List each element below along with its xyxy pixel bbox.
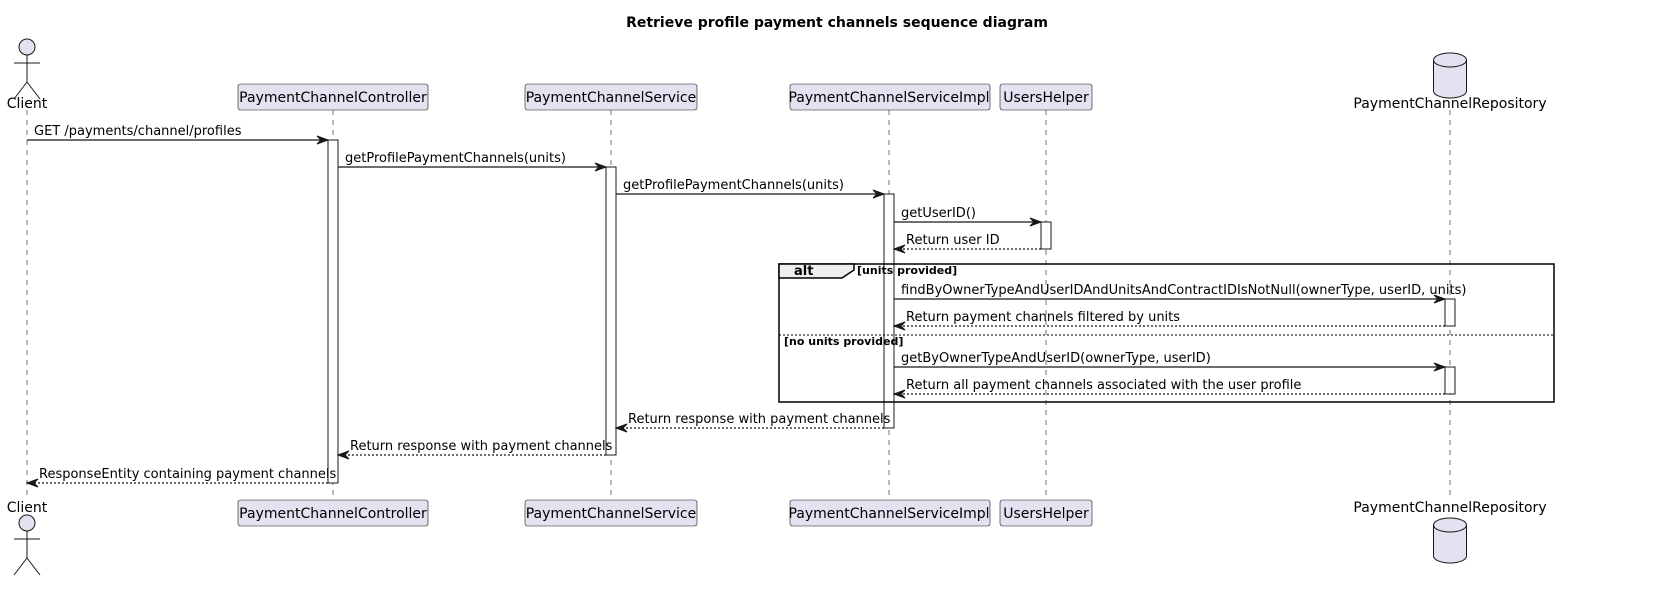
participant-impl-bottom: PaymentChannelServiceImpl xyxy=(788,499,991,527)
participant-service-bottom: PaymentChannelService xyxy=(524,499,698,527)
arrowhead-icon xyxy=(1029,217,1043,227)
activation-bar-repo xyxy=(1444,298,1456,327)
message-label: ResponseEntity containing payment channe… xyxy=(39,467,336,482)
participant-box xyxy=(237,83,429,111)
message-5: Return user ID xyxy=(892,233,1041,254)
participant-impl-top: PaymentChannelServiceImpl xyxy=(788,83,991,111)
activation-bar-repo xyxy=(1444,366,1456,395)
participant-label: Client xyxy=(7,96,48,112)
message-9: Return all payment channels associated w… xyxy=(892,378,1445,399)
participant-controller-bottom: PaymentChannelController xyxy=(237,499,429,527)
message-2: getProfilePaymentChannels(units) xyxy=(338,151,608,172)
participant-label: PaymentChannelServiceImpl xyxy=(788,90,989,106)
message-label: Return response with payment channels xyxy=(628,412,891,427)
participant-box xyxy=(999,83,1093,111)
message-3: getProfilePaymentChannels(units) xyxy=(616,178,886,199)
message-10: Return response with payment channels xyxy=(614,412,891,433)
participant-label: PaymentChannelServiceImpl xyxy=(788,506,989,522)
message-label: findByOwnerTypeAndUserIDAndUnitsAndContr… xyxy=(901,283,1466,298)
arrowhead-icon xyxy=(336,450,350,460)
activation-bar-service xyxy=(605,166,617,456)
actor-icon xyxy=(13,514,41,576)
alt-guard-units-provided: [units provided] xyxy=(857,264,957,277)
message-7: Return payment channels filtered by unit… xyxy=(892,310,1445,331)
arrowhead-icon xyxy=(1433,362,1447,372)
participant-repo-top: PaymentChannelRepository xyxy=(1353,52,1547,112)
activation-bars xyxy=(327,139,1456,484)
participant-client-top: Client xyxy=(7,38,48,112)
participant-box xyxy=(999,499,1093,527)
participant-label: PaymentChannelController xyxy=(239,506,427,522)
message-label: Return all payment channels associated w… xyxy=(906,378,1301,393)
diagram-title: Retrieve profile payment channels sequen… xyxy=(626,15,1048,31)
message-label: getProfilePaymentChannels(units) xyxy=(623,178,844,193)
participant-label: PaymentChannelController xyxy=(239,90,427,106)
lifelines xyxy=(26,110,1451,500)
participant-box xyxy=(524,83,698,111)
participants: ClientClientPaymentChannelControllerPaym… xyxy=(7,38,1547,576)
participant-controller-top: PaymentChannelController xyxy=(237,83,429,111)
alt-frame-border xyxy=(778,263,1555,403)
message-1: GET /payments/channel/profiles xyxy=(27,124,330,145)
arrowhead-icon xyxy=(594,162,608,172)
alt-frame-tab xyxy=(778,263,855,279)
alt-frame-label: alt xyxy=(794,264,813,279)
arrowhead-icon xyxy=(25,478,39,488)
participant-label: PaymentChannelService xyxy=(526,90,697,106)
message-label: GET /payments/channel/profiles xyxy=(34,124,242,139)
participant-label: PaymentChannelRepository xyxy=(1353,500,1546,516)
arrowhead-icon xyxy=(1433,294,1447,304)
message-11: Return response with payment channels xyxy=(336,439,613,460)
message-label: getByOwnerTypeAndUserID(ownerType, userI… xyxy=(901,351,1211,366)
message-4: getUserID() xyxy=(894,206,1043,227)
database-icon xyxy=(1433,52,1467,99)
alt-frame: alt [units provided] [no units provided] xyxy=(778,263,1555,403)
participant-label: PaymentChannelService xyxy=(526,506,697,522)
arrowhead-icon xyxy=(316,135,330,145)
participant-box xyxy=(237,499,429,527)
message-label: Return user ID xyxy=(906,233,1000,248)
participant-box xyxy=(789,499,991,527)
message-label: getUserID() xyxy=(901,206,976,221)
message-label: Return response with payment channels xyxy=(350,439,613,454)
activation-bar-controller xyxy=(327,139,339,484)
participant-client-bottom: Client xyxy=(7,500,48,576)
arrowhead-icon xyxy=(892,321,906,331)
database-icon xyxy=(1433,517,1467,564)
message-label: getProfilePaymentChannels(units) xyxy=(345,151,566,166)
participant-box xyxy=(789,83,991,111)
message-label: Return payment channels filtered by unit… xyxy=(906,310,1180,325)
participant-repo-bottom: PaymentChannelRepository xyxy=(1353,500,1547,564)
participant-label: UsersHelper xyxy=(1003,90,1089,106)
participant-label: PaymentChannelRepository xyxy=(1353,96,1546,112)
arrowhead-icon xyxy=(614,423,628,433)
participant-helper-bottom: UsersHelper xyxy=(999,499,1093,527)
message-6: findByOwnerTypeAndUserIDAndUnitsAndContr… xyxy=(894,283,1466,304)
activation-bar-impl xyxy=(883,193,895,429)
participant-helper-top: UsersHelper xyxy=(999,83,1093,111)
arrowhead-icon xyxy=(892,244,906,254)
message-12: ResponseEntity containing payment channe… xyxy=(25,467,336,488)
arrowhead-icon xyxy=(872,189,886,199)
message-8: getByOwnerTypeAndUserID(ownerType, userI… xyxy=(894,351,1447,372)
participant-label: UsersHelper xyxy=(1003,506,1089,522)
actor-icon xyxy=(13,38,41,100)
arrowhead-icon xyxy=(892,389,906,399)
activation-bar-helper xyxy=(1040,221,1052,250)
participant-label: Client xyxy=(7,500,48,516)
messages: GET /payments/channel/profiles getProfile… xyxy=(25,124,1466,488)
alt-guard-no-units-provided: [no units provided] xyxy=(784,335,903,348)
participant-box xyxy=(524,499,698,527)
participant-service-top: PaymentChannelService xyxy=(524,83,698,111)
